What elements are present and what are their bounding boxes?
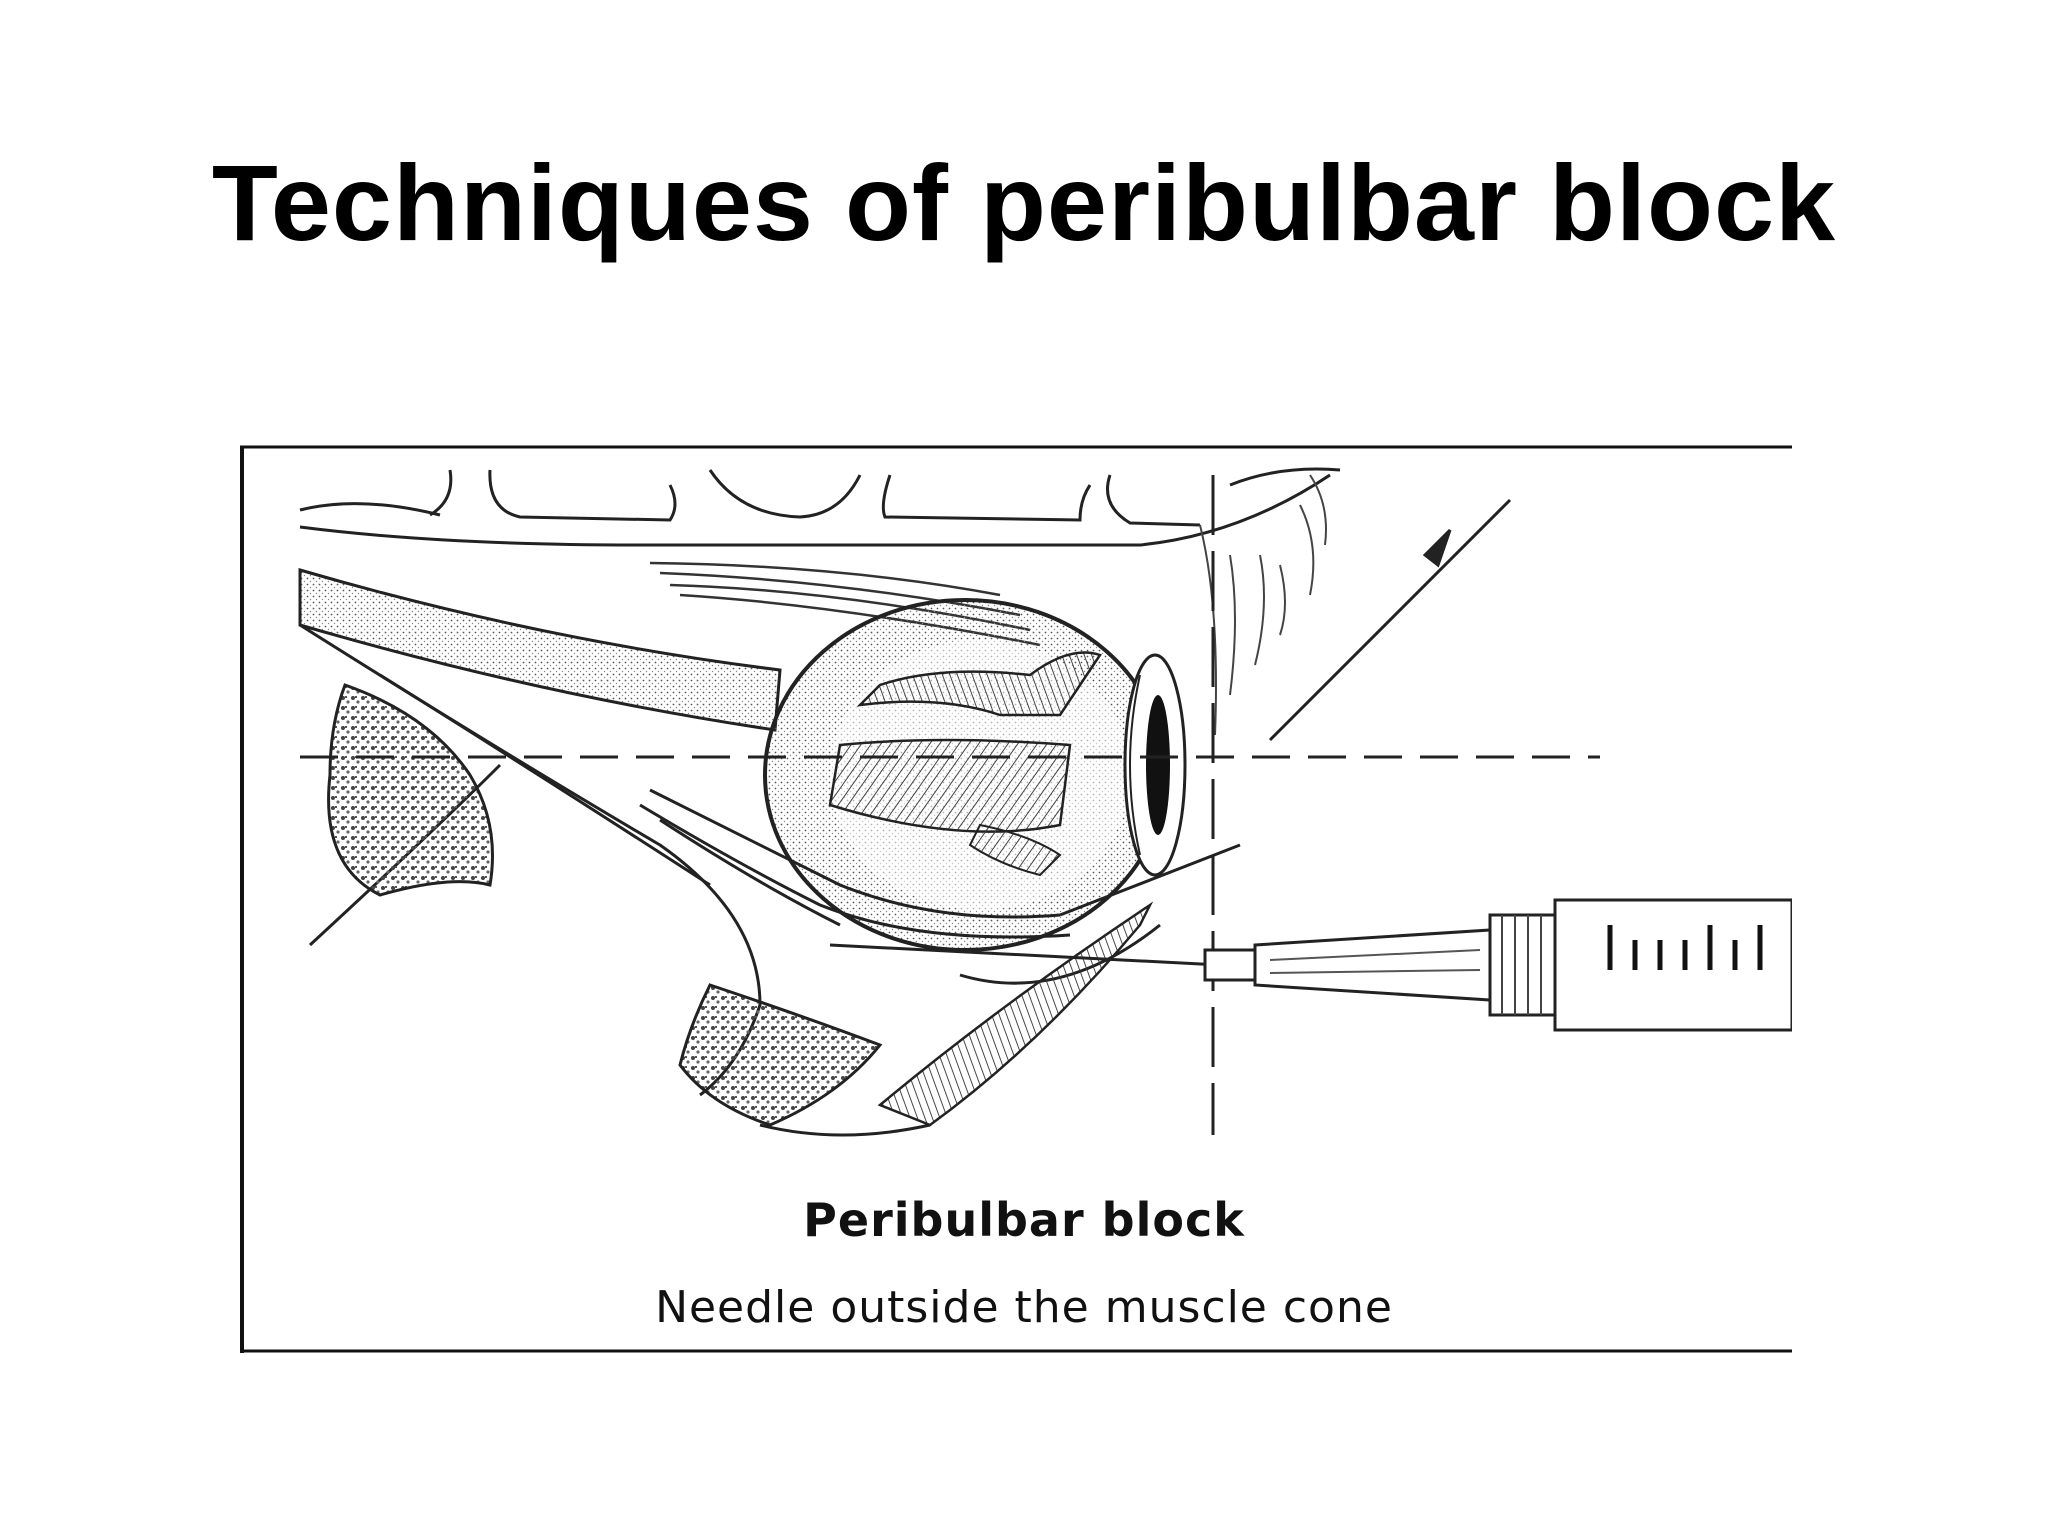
eyeball (763, 598, 1187, 952)
orbit-illustration (240, 445, 1792, 1353)
syringe-graduations (1607, 925, 1763, 970)
figure-caption-subtitle: Needle outside the muscle cone (655, 1282, 1393, 1333)
lower-lid (759, 901, 1154, 1137)
reference-lines (300, 475, 1600, 1135)
slide-title: Techniques of peribulbar block (211, 142, 1837, 263)
eyelid-tissue (1199, 474, 1327, 736)
needle-path-arrow (1268, 498, 1512, 742)
figure-border (240, 445, 1792, 1353)
peribulbar-block-figure (240, 445, 1792, 1353)
orbital-roof (299, 467, 1341, 547)
maxillary-bone (327, 683, 883, 1127)
inferior-rectus-muscle (639, 788, 1071, 939)
figure-caption-title: Peribulbar block (803, 1193, 1245, 1247)
syringe (829, 898, 1792, 1032)
